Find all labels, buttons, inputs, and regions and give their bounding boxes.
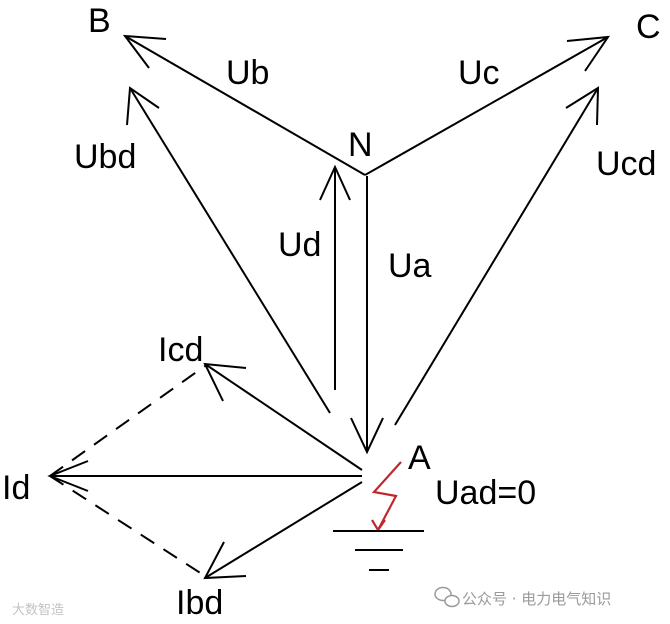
dashed-line-upper	[49, 365, 206, 477]
vector-uc	[364, 35, 611, 176]
vector-ud	[319, 164, 351, 390]
label-ubd: Ubd	[74, 138, 136, 176]
label-b: B	[88, 2, 111, 40]
label-n: N	[348, 126, 373, 164]
label-uc: Uc	[458, 54, 500, 92]
vector-ua	[350, 176, 384, 455]
vector-ub	[122, 34, 366, 176]
current-ibd	[203, 481, 363, 580]
watermark-corner: 大数智造	[12, 603, 64, 618]
label-ua: Ua	[388, 247, 432, 285]
label-uad: Uad=0	[435, 474, 536, 512]
watermark-official-account: 公众号 · 电力电气知识	[462, 590, 611, 608]
label-ub: Ub	[226, 54, 269, 92]
vector-ucd	[394, 86, 600, 426]
lightning-bolt-icon	[371, 461, 402, 533]
label-id: Id	[2, 469, 30, 507]
vector-ubd	[126, 86, 331, 414]
label-ucd: Ucd	[596, 145, 656, 183]
current-id	[47, 460, 362, 492]
current-icd	[203, 362, 363, 471]
label-c: C	[636, 8, 661, 46]
label-ud: Ud	[278, 226, 321, 264]
dashed-line-lower	[49, 475, 206, 577]
label-icd: Icd	[158, 331, 203, 369]
ground-symbol-icon	[333, 530, 424, 571]
label-ibd: Ibd	[176, 584, 223, 622]
label-a: A	[408, 439, 431, 477]
wechat-icon	[434, 586, 460, 608]
